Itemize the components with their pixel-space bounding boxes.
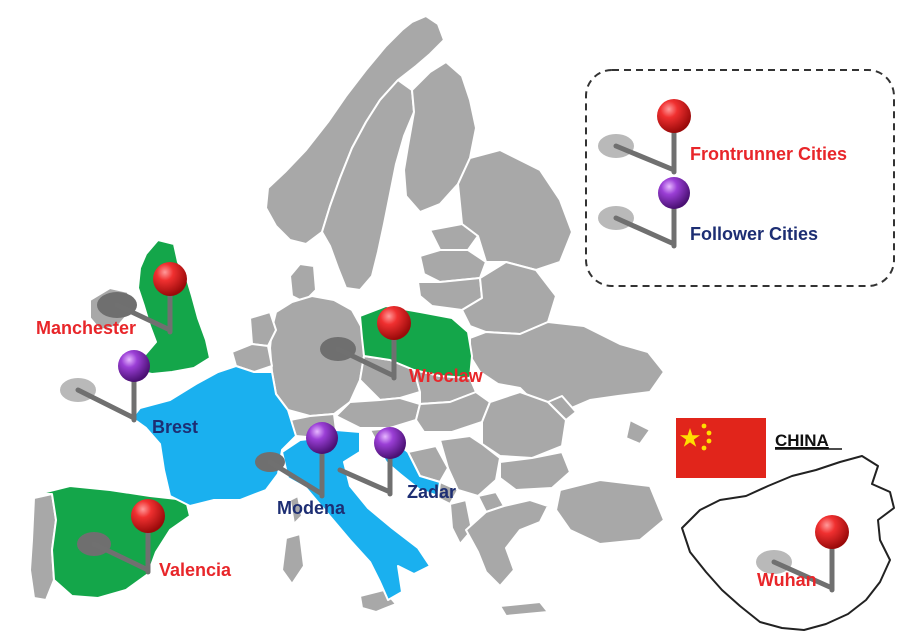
flag-small-star-icon bbox=[701, 445, 707, 451]
pin-head-frontrunner-icon bbox=[153, 262, 187, 296]
city-label-manchester: Manchester bbox=[36, 318, 136, 338]
pin-head-follower-icon bbox=[374, 427, 406, 459]
country-sweden[interactable] bbox=[321, 79, 415, 291]
country-italy[interactable] bbox=[281, 429, 431, 601]
flag-small-star-icon bbox=[706, 430, 712, 436]
europe-map bbox=[29, 15, 665, 617]
country-estonia[interactable] bbox=[429, 223, 479, 251]
city-pins bbox=[75, 262, 411, 575]
pin-arm-wroclaw bbox=[335, 346, 397, 379]
china-label: CHINA bbox=[775, 431, 829, 450]
country-denmark[interactable] bbox=[289, 263, 317, 303]
legend-pin-arm bbox=[613, 215, 677, 247]
country-albania[interactable] bbox=[449, 499, 473, 545]
legend-frontrunner-label: Frontrunner Cities bbox=[690, 144, 847, 164]
legend-frontrunner: Frontrunner Cities bbox=[598, 99, 847, 175]
flag-field bbox=[676, 418, 766, 478]
pin-head-frontrunner-icon bbox=[815, 515, 849, 549]
country-austria[interactable] bbox=[335, 397, 421, 429]
flag-big-star-icon bbox=[680, 428, 700, 447]
pin-head-follower-icon bbox=[118, 350, 150, 382]
legend-box bbox=[585, 69, 895, 287]
country-moldova[interactable] bbox=[547, 395, 577, 421]
pin-arm-manchester bbox=[114, 302, 173, 333]
legend-follower-label: Follower Cities bbox=[690, 224, 818, 244]
china-inset: CHINA Wuhan bbox=[676, 418, 895, 631]
country-spain[interactable] bbox=[37, 485, 191, 599]
pin-head-frontrunner-icon bbox=[377, 306, 411, 340]
city-label-modena: Modena bbox=[277, 498, 346, 518]
country-serbia[interactable] bbox=[439, 435, 501, 497]
island-sardinia[interactable] bbox=[281, 533, 305, 585]
city-label-wroclaw: Wroclaw bbox=[409, 366, 484, 386]
follower-pin-icon bbox=[658, 177, 690, 209]
country-greece[interactable] bbox=[465, 499, 549, 587]
legend: Frontrunner Cities Follower Cities bbox=[585, 69, 895, 287]
legend-pin-arm bbox=[613, 143, 677, 173]
country-ukraine[interactable] bbox=[469, 321, 665, 413]
city-label-valencia: Valencia bbox=[159, 560, 232, 580]
city-labels: Manchester Brest Wroclaw Modena Zadar Va… bbox=[36, 318, 484, 580]
pin-arm-brest bbox=[75, 387, 137, 421]
island-corsica[interactable] bbox=[289, 495, 303, 525]
city-label-brest: Brest bbox=[152, 417, 198, 437]
country-turkey[interactable] bbox=[555, 479, 665, 545]
flag-small-star-icon bbox=[701, 423, 707, 429]
country-norway[interactable] bbox=[265, 15, 445, 245]
country-russia[interactable] bbox=[457, 149, 573, 271]
city-label-zadar: Zadar bbox=[407, 482, 456, 502]
pin-arm-zadar bbox=[337, 467, 393, 495]
pin-zadar[interactable] bbox=[337, 427, 406, 497]
pin-modena[interactable] bbox=[267, 422, 338, 499]
pin-arm-wuhan bbox=[771, 559, 835, 591]
city-label-wuhan: Wuhan bbox=[757, 570, 817, 590]
country-netherlands[interactable] bbox=[249, 311, 277, 347]
pin-manchester[interactable] bbox=[114, 262, 187, 335]
country-latvia[interactable] bbox=[419, 249, 487, 283]
pin-brest[interactable] bbox=[75, 350, 150, 423]
pin-wroclaw[interactable] bbox=[335, 306, 411, 381]
china-flag-icon bbox=[676, 418, 766, 478]
pin-head-follower-icon bbox=[306, 422, 338, 454]
pin-head-frontrunner-icon bbox=[131, 499, 165, 533]
pin-arm-modena bbox=[267, 459, 325, 497]
flag-small-star-icon bbox=[706, 438, 712, 444]
country-bulgaria[interactable] bbox=[499, 451, 571, 491]
china-outline[interactable] bbox=[681, 455, 895, 631]
legend-follower: Follower Cities bbox=[598, 177, 818, 249]
pin-valencia[interactable] bbox=[91, 499, 165, 575]
frontrunner-pin-icon bbox=[657, 99, 691, 133]
pin-arm-valencia bbox=[91, 541, 151, 573]
island-iceland-part[interactable] bbox=[625, 419, 651, 445]
pin-wuhan[interactable] bbox=[771, 515, 849, 593]
island-crete[interactable] bbox=[499, 601, 549, 617]
country-belarus[interactable] bbox=[461, 261, 557, 335]
